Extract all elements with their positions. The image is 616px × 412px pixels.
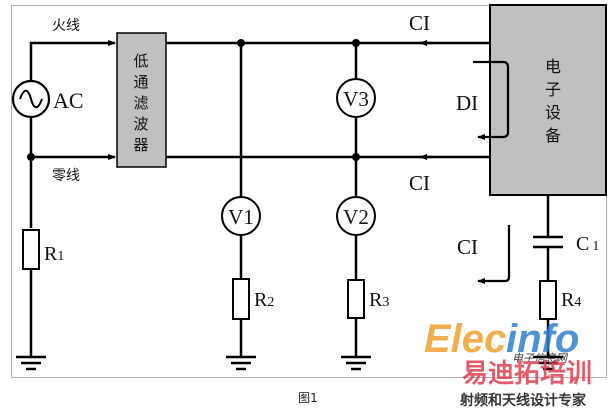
voltmeter-v3-label: V3 (343, 87, 369, 111)
svg-text:器: 器 (133, 136, 148, 154)
watermark-tagline: 射频和天线设计专家 (459, 392, 587, 409)
low-pass-filter-box (116, 32, 167, 168)
svg-text:电: 电 (545, 57, 561, 76)
resistor-r2-label: R2 (254, 289, 274, 311)
svg-text:设: 设 (545, 103, 561, 122)
ci-label-top: CI (409, 11, 430, 35)
voltmeter-v1-icon (221, 196, 261, 236)
svg-text:子: 子 (545, 80, 561, 99)
electronic-device-box (489, 4, 607, 196)
capacitor-c1-icon (533, 235, 563, 249)
voltmeter-v3-icon (336, 78, 376, 118)
low-pass-filter-label: 低 通 滤 波 器 (133, 52, 148, 154)
di-label: DI (456, 91, 478, 115)
resistor-r1-icon (22, 229, 40, 270)
neutral-wire-label: 零线 (52, 168, 80, 184)
watermark-banner: 易迪拓培训 (462, 359, 592, 389)
ground-icon (533, 355, 563, 371)
di-arrow-icon (473, 60, 510, 140)
ground-icon (341, 355, 371, 371)
voltmeter-v2-label: V2 (343, 205, 369, 229)
resistor-r4-icon (539, 280, 557, 320)
resistor-r2-icon (232, 278, 250, 320)
live-wire-label: 火线 (52, 18, 80, 34)
svg-text:备: 备 (545, 126, 561, 145)
junction-dot (352, 153, 360, 161)
svg-text:低: 低 (133, 52, 148, 70)
live-wire (29, 40, 490, 81)
watermark: Elec info 电子信息网 易迪拓培训 射频和天线设计专家 (424, 317, 592, 409)
svg-text:波: 波 (133, 115, 148, 133)
junction-dot (237, 39, 245, 47)
electronic-device-label: 电 子 设 备 (545, 57, 561, 145)
ground-icon (226, 355, 256, 371)
junction-dot (352, 39, 360, 47)
ac-source-icon (11, 79, 51, 119)
watermark-brand-sub: 电子信息网 (512, 352, 569, 365)
resistor-r3-icon (347, 279, 365, 319)
voltmeter-v1-label: V1 (228, 205, 254, 229)
resistor-r3-label: R3 (369, 289, 389, 311)
watermark-brand-part2: info (506, 317, 579, 361)
neutral-wire (29, 117, 490, 228)
junction-dot (27, 153, 35, 161)
ci-ground-arrow-icon (477, 225, 511, 284)
resistor-r4-label: R4 (561, 289, 581, 311)
voltmeter-v2-icon (336, 196, 376, 236)
ci-label-bottom: CI (409, 171, 430, 195)
ci-label-ground: CI (457, 235, 478, 259)
svg-text:通: 通 (133, 73, 148, 91)
ac-source-label: AC (53, 88, 84, 113)
figure-caption: 图1 (298, 391, 318, 405)
resistor-r1-label: R1 (44, 243, 64, 265)
svg-text:滤: 滤 (133, 94, 148, 112)
watermark-brand-part1: Elec (424, 317, 506, 361)
ground-icon (16, 355, 46, 371)
